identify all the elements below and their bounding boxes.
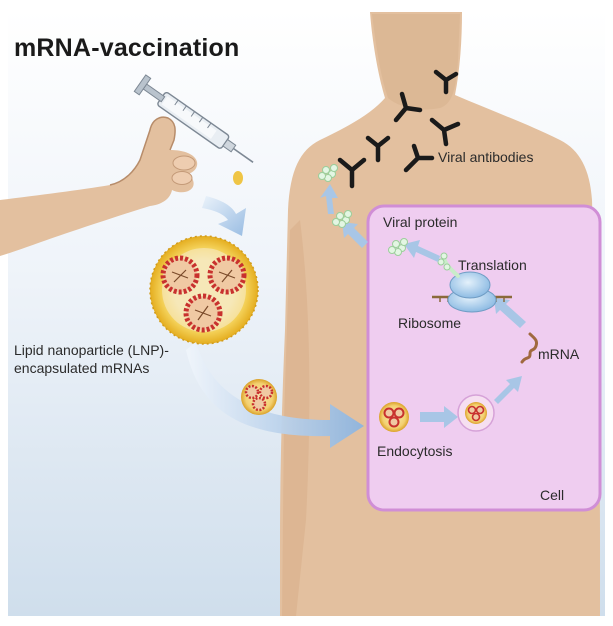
arrow-to-ribosome — [494, 298, 526, 328]
label-viral-protein: Viral protein — [383, 214, 458, 230]
arm — [0, 117, 198, 257]
antibody-icon — [365, 135, 391, 163]
antibody-icon — [403, 143, 435, 173]
syringe — [133, 74, 254, 163]
antibody-icon — [393, 91, 423, 123]
arrow-to-antibodies — [320, 184, 338, 214]
lnp-large — [149, 235, 259, 345]
arm-outline — [109, 116, 176, 186]
endosome-1 — [379, 402, 409, 432]
label-lnp: Lipid nanoparticle (LNP)- encapsulated m… — [14, 341, 204, 377]
label-cell: Cell — [540, 487, 565, 503]
ribosome — [432, 271, 512, 313]
antibody-icon — [429, 117, 461, 147]
diagram-title: mRNA-vaccination — [14, 34, 240, 62]
arrow-needle-to-lnp — [202, 196, 246, 236]
label-endocytosis: Endocytosis — [377, 443, 453, 459]
antibody-icon — [337, 157, 367, 189]
arrow-protein-exit — [342, 222, 368, 248]
arrow-to-mrna — [494, 376, 522, 404]
label-lnp-line1: Lipid nanoparticle (LNP)- — [14, 342, 169, 358]
endosome-2 — [457, 394, 495, 432]
antibody-icon — [433, 69, 459, 95]
lnp-small-outside — [241, 379, 277, 415]
arrow-endosome — [420, 406, 458, 428]
cell-shape — [366, 204, 602, 512]
label-ribosome: Ribosome — [398, 315, 462, 331]
vaccine-droplet — [233, 171, 243, 185]
label-lnp-line2: encapsulated mRNAs — [14, 360, 150, 376]
label-translation: Translation — [458, 257, 527, 273]
label-mrna: mRNA — [538, 346, 580, 362]
viral-protein-cluster — [388, 238, 408, 256]
viral-protein-outside-1 — [332, 210, 352, 228]
arrow-lnp-to-cell — [186, 342, 364, 448]
finger — [172, 155, 196, 171]
mrna-strand — [520, 332, 538, 364]
arrow-to-viral-protein — [404, 240, 440, 262]
body-shading — [372, 14, 460, 110]
viral-protein-outside-2 — [318, 164, 338, 182]
antibodies — [337, 69, 461, 189]
finger — [171, 171, 193, 185]
label-viral-antibodies: Viral antibodies — [438, 149, 534, 165]
